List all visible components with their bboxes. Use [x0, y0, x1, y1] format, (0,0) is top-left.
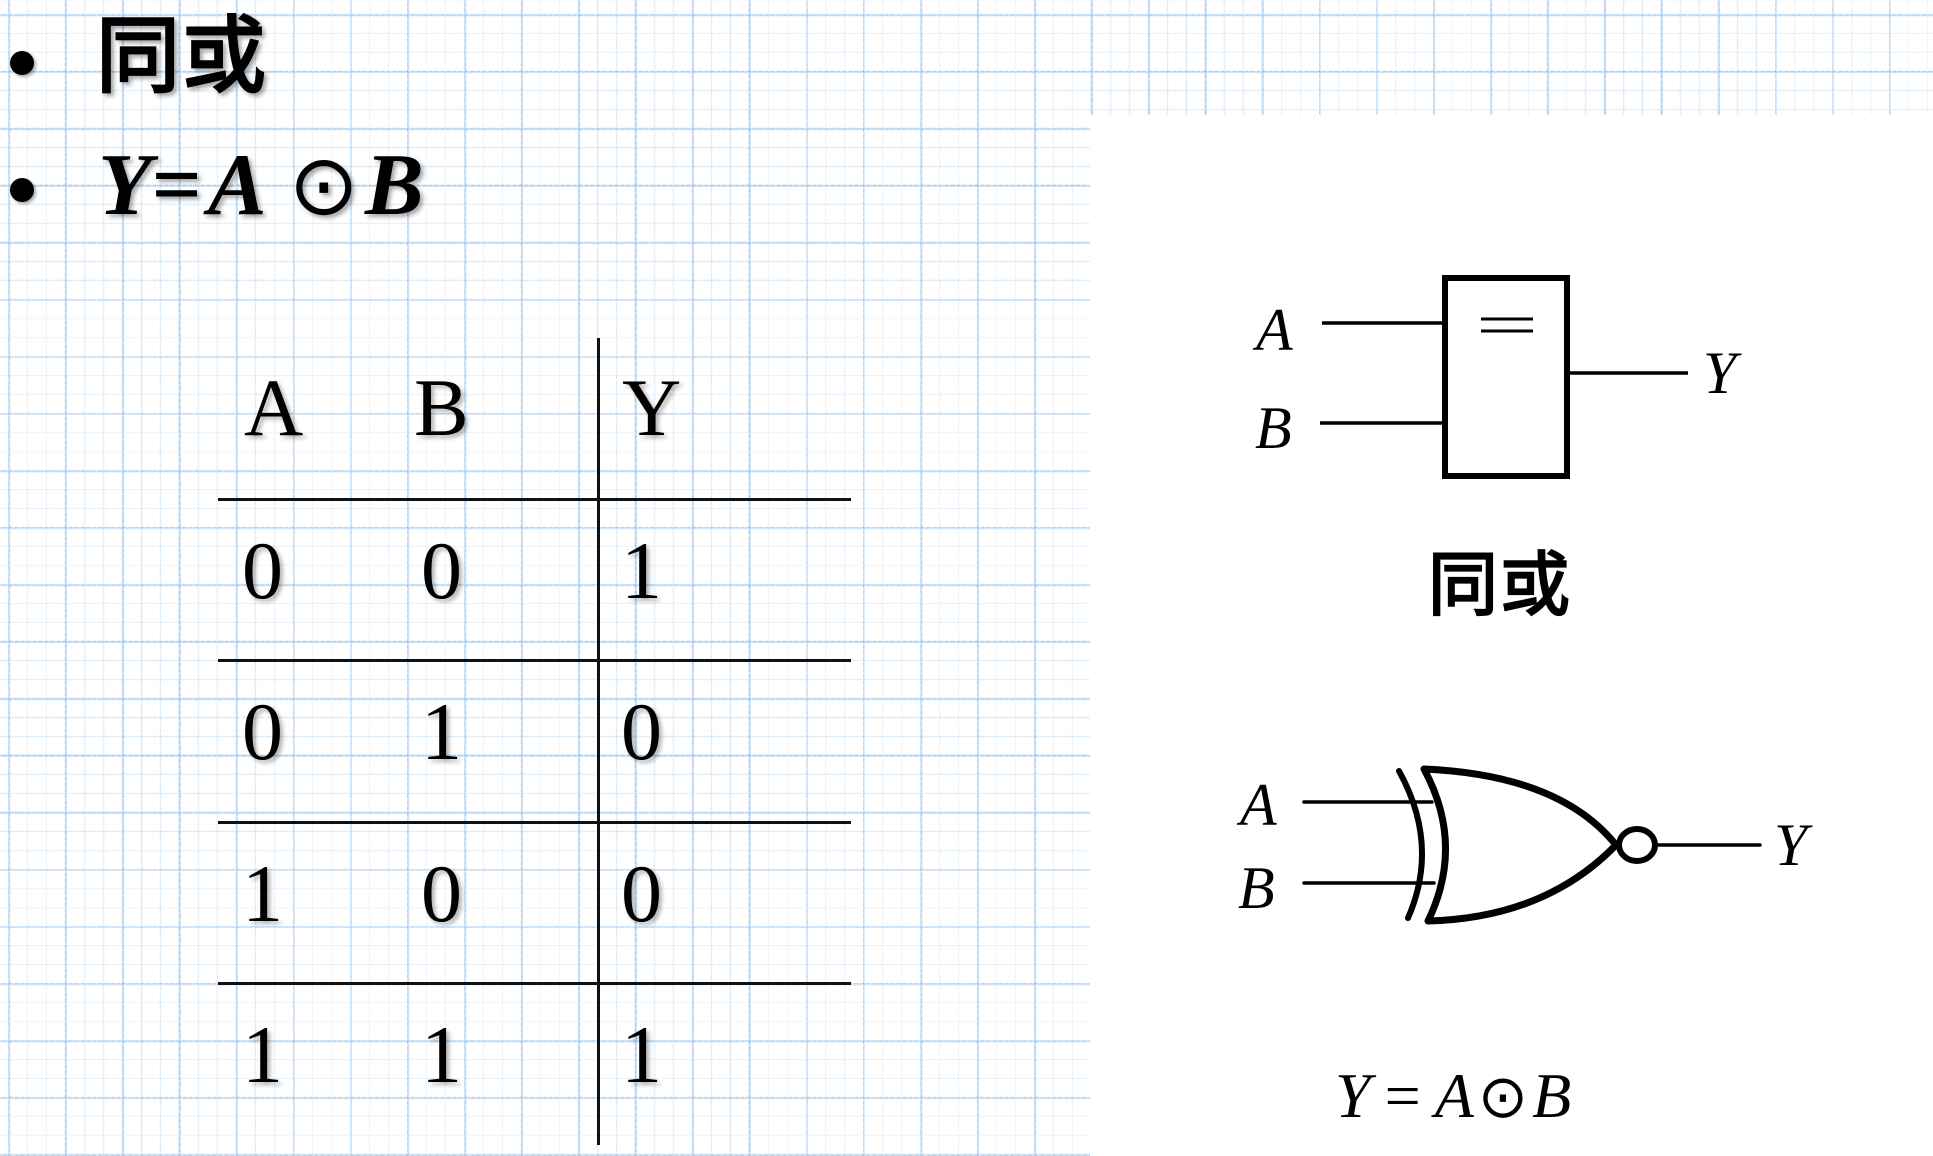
- xnor-formula: Y=A⊙B: [98, 142, 424, 230]
- iec-xnor-gate-icon: [1320, 275, 1688, 479]
- bullet-dot: [10, 51, 34, 75]
- table-rule: [218, 498, 851, 501]
- table-cell: 1: [242, 1009, 283, 1100]
- rect-gate-caption: 同或: [1428, 544, 1572, 626]
- table-cell: 1: [621, 525, 662, 616]
- caption-b: B: [1532, 1060, 1572, 1131]
- rect-gate-input-a-label: A: [1256, 297, 1293, 363]
- xnor-operator-icon: ⊙: [1477, 1062, 1529, 1132]
- table-rule: [218, 982, 851, 985]
- formula-b: B: [365, 137, 424, 234]
- table-header-y: Y: [622, 362, 682, 453]
- xnor-operator-icon: ⊙: [288, 136, 360, 234]
- xnor-gate-icon: [1302, 765, 1762, 925]
- formula-a: A: [207, 137, 267, 234]
- xnor-gate-output-y-label: Y: [1774, 812, 1808, 878]
- xnor-gate-input-b-label: B: [1238, 855, 1275, 921]
- slide-title: 同或: [96, 7, 269, 105]
- rect-gate-input-b-label: B: [1255, 395, 1292, 461]
- table-header-b: B: [414, 362, 469, 453]
- table-cell: 1: [621, 1009, 662, 1100]
- table-header-a: A: [244, 362, 304, 453]
- caption-a: A: [1434, 1060, 1474, 1131]
- table-rule: [218, 821, 851, 824]
- caption-equals: =: [1384, 1060, 1421, 1131]
- diagram-panel: [1090, 115, 1933, 1156]
- table-cell: 1: [242, 848, 283, 939]
- table-cell: 1: [421, 1009, 462, 1100]
- table-cell: 0: [242, 686, 283, 777]
- xnor-gate-input-a-label: A: [1240, 772, 1277, 838]
- table-divider-vertical: [597, 338, 600, 1145]
- bullet-dot: [10, 178, 34, 202]
- formula-equals: =: [151, 137, 202, 234]
- table-cell: 1: [421, 686, 462, 777]
- table-cell: 0: [242, 525, 283, 616]
- xnor-gate-caption-formula: Y=A⊙B: [1335, 1064, 1571, 1128]
- table-cell: 0: [621, 686, 662, 777]
- table-cell: 0: [421, 848, 462, 939]
- caption-lhs: Y: [1335, 1060, 1371, 1131]
- formula-lhs: Y: [98, 137, 152, 234]
- table-cell: 0: [621, 848, 662, 939]
- rect-gate-output-y-label: Y: [1703, 340, 1737, 406]
- table-cell: 0: [421, 525, 462, 616]
- table-rule: [218, 659, 851, 662]
